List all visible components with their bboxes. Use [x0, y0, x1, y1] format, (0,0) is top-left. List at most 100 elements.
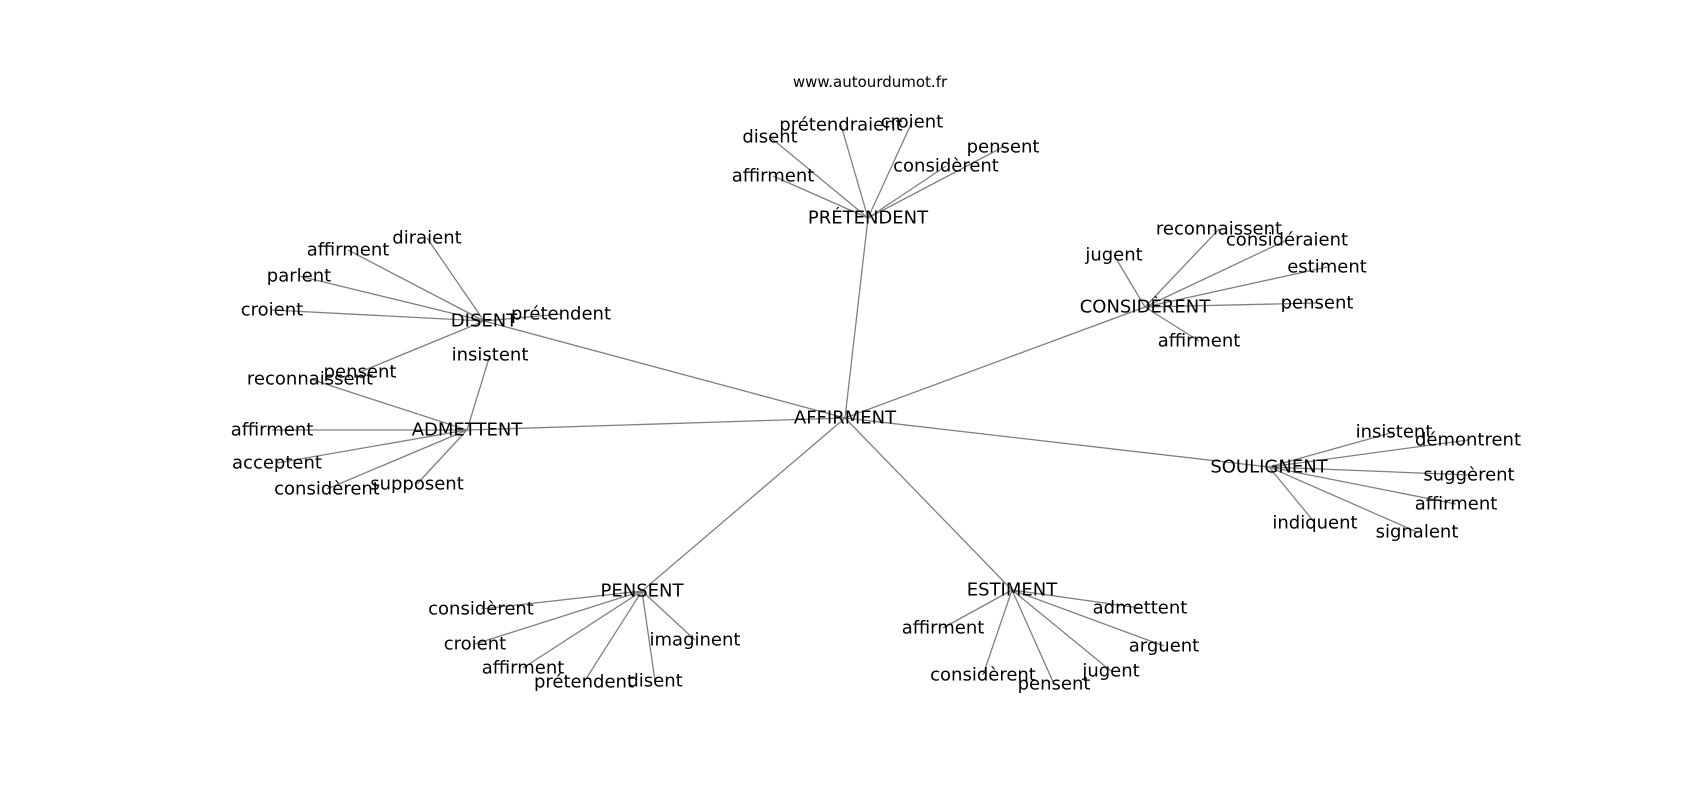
center-edge: [641, 417, 846, 592]
leaf-word-label: considèrent: [930, 665, 1036, 686]
leaf-word-label: affirment: [307, 240, 390, 261]
edges-layer: [271, 121, 1470, 685]
leaf-word-label: démontrent: [1415, 430, 1521, 451]
source-watermark: www.autourdumot.fr: [793, 73, 948, 91]
leaf-word-label: affirment: [1158, 331, 1241, 352]
leaf-word-label: parlent: [267, 266, 331, 287]
leaf-edge: [1144, 302, 1318, 308]
leaf-edge: [583, 590, 643, 683]
leaf-edge: [867, 146, 1004, 219]
leaf-word-label: reconnaissent: [1156, 219, 1282, 240]
leaf-edge: [1268, 466, 1457, 505]
leaf-edge: [1144, 228, 1220, 308]
leaf-word-label: croient: [881, 112, 943, 133]
leaf-edge: [347, 249, 485, 322]
leaf-edge: [1268, 466, 1316, 524]
leaf-word-label: indiquent: [1272, 513, 1357, 534]
leaf-edge: [769, 136, 869, 219]
leaf-edge: [772, 175, 869, 219]
labels-layer: PRÉTENDENTdisentprétendraientcroientpens…: [231, 112, 1521, 695]
hub-word-label: DISENT: [451, 311, 518, 332]
leaf-edge: [641, 590, 696, 641]
hub-word-label: ADMETTENT: [412, 420, 524, 441]
leaf-word-label: pensent: [1281, 293, 1354, 314]
leaf-word-label: considéraient: [1226, 230, 1348, 251]
center-edge: [844, 417, 1013, 591]
center-edge: [844, 306, 1146, 419]
leaf-word-label: reconnaissent: [247, 369, 373, 390]
leaf-word-label: jugent: [1081, 661, 1139, 682]
leaf-edge: [942, 589, 1013, 629]
leaf-word-label: jugent: [1084, 245, 1142, 266]
leaf-word-label: acceptent: [232, 453, 322, 474]
leaf-edge: [1268, 466, 1470, 476]
leaf-word-label: prétendraient: [779, 115, 902, 136]
hub-word-label: CONSIDÈRENT: [1080, 296, 1212, 318]
hub-word-label: PENSENT: [601, 581, 685, 602]
leaf-edge: [1011, 589, 1165, 647]
leaf-edge: [867, 165, 947, 219]
leaf-word-label: suggèrent: [1423, 465, 1514, 486]
hub-word-label: ESTIMENT: [967, 580, 1058, 601]
hub-word-label: SOULIGNENT: [1210, 457, 1328, 478]
leaf-edge: [466, 354, 491, 431]
leaf-word-label: affirment: [482, 658, 565, 679]
leaf-word-label: croient: [444, 634, 506, 655]
leaf-edge: [982, 589, 1013, 676]
leaf-word-label: prétendent: [534, 672, 634, 693]
leaf-edge: [1011, 589, 1055, 685]
leaf-edge: [867, 121, 913, 219]
leaf-word-label: signalent: [1376, 522, 1459, 543]
leaf-word-label: disent: [627, 671, 682, 692]
center-edge: [844, 217, 869, 419]
leaf-word-label: prétendent: [511, 304, 611, 325]
leaf-edge: [522, 590, 643, 669]
leaf-edge: [426, 237, 485, 322]
leaf-word-label: considèrent: [274, 479, 380, 500]
leaf-edge: [1144, 306, 1200, 342]
leaf-word-label: affirment: [732, 166, 815, 187]
leaf-word-label: supposent: [370, 474, 464, 495]
leaf-word-label: affirment: [902, 618, 985, 639]
leaf-word-label: insistent: [1356, 422, 1433, 443]
leaf-word-label: affirment: [1415, 494, 1498, 515]
leaf-edge: [359, 320, 485, 373]
hub-word-label: PRÉTENDENT: [808, 207, 929, 229]
leaf-word-label: disent: [742, 127, 797, 148]
leaf-word-label: arguent: [1129, 636, 1200, 657]
leaf-word-label: pensent: [967, 137, 1040, 158]
leaf-edge: [483, 313, 562, 322]
leaf-edge: [326, 429, 468, 490]
leaf-edge: [1144, 266, 1328, 308]
center-edge: [483, 320, 846, 419]
leaf-edge: [840, 124, 869, 219]
leaf-edge: [480, 590, 643, 610]
leaf-edge: [1113, 254, 1146, 308]
center-edge: [844, 417, 1270, 468]
center-edge: [466, 417, 846, 431]
leaf-word-label: diraient: [392, 228, 461, 249]
leaf-edge: [416, 429, 468, 485]
leaf-word-label: affirment: [231, 420, 314, 441]
leaf-edge: [276, 429, 468, 464]
leaf-word-label: imaginent: [650, 630, 741, 651]
leaf-word-label: pensent: [324, 362, 397, 383]
center-word-label: AFFIRMENT: [794, 408, 897, 429]
leaf-edge: [1144, 239, 1288, 308]
leaf-edge: [1011, 589, 1112, 672]
leaf-word-label: insistent: [452, 345, 529, 366]
leaf-word-label: considèrent: [893, 156, 999, 177]
leaf-edge: [309, 378, 468, 431]
leaf-edge: [1268, 431, 1395, 468]
leaf-edge: [271, 309, 485, 322]
leaf-word-label: estiment: [1287, 257, 1367, 278]
leaf-word-label: croient: [241, 300, 303, 321]
leaf-word-label: pensent: [1018, 674, 1091, 695]
leaf-edge: [1011, 589, 1141, 609]
leaf-edge: [1268, 466, 1418, 533]
leaf-edge: [298, 275, 485, 322]
leaf-edge: [641, 590, 656, 682]
leaf-word-label: admettent: [1093, 598, 1188, 619]
leaf-word-label: considèrent: [428, 599, 534, 620]
